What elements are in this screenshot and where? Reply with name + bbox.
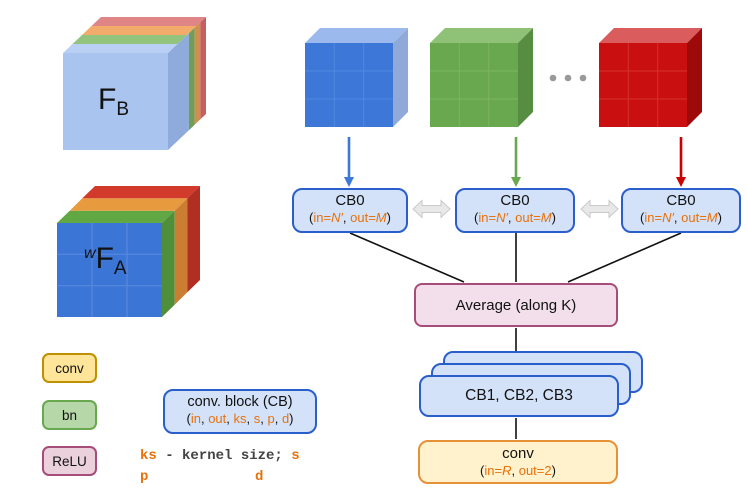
connector-lines bbox=[349, 232, 682, 439]
conv-output-box: conv (in=R, out=2) bbox=[418, 440, 618, 484]
legend-relu: ReLU bbox=[42, 446, 97, 476]
arrow-blue-down-icon bbox=[344, 137, 354, 187]
cb0-box-3-params: (in=N′, out=M) bbox=[640, 210, 722, 225]
average-box-label: Average (along K) bbox=[455, 296, 577, 314]
input-cube-red bbox=[599, 28, 702, 127]
stack-box-label: CB1, CB2, CB3 bbox=[465, 387, 573, 404]
exchange-arrow-icon-2 bbox=[580, 199, 619, 219]
fb-cube-label: FB bbox=[98, 83, 129, 121]
fb-cube bbox=[63, 17, 206, 151]
fa-label-sup: w bbox=[84, 245, 96, 262]
cb0-box-2-params: (in=N′, out=M) bbox=[474, 210, 556, 225]
average-box: Average (along K) bbox=[414, 283, 618, 327]
fb-label-main: F bbox=[98, 83, 117, 116]
fa-cube-label: wFA bbox=[84, 242, 127, 280]
fa-cube bbox=[57, 186, 200, 317]
legend-bn-label: bn bbox=[61, 407, 78, 423]
conv-output-title: conv bbox=[502, 445, 534, 462]
cb-definition-params: (in, out, ks, s, p, d) bbox=[186, 411, 294, 426]
stack-box-front: CB1, CB2, CB3 bbox=[419, 375, 619, 417]
caption-p: p bbox=[140, 469, 149, 485]
fb-label-sub: B bbox=[116, 99, 130, 120]
legend-conv: conv bbox=[42, 353, 97, 383]
fa-label-sub: A bbox=[113, 258, 127, 279]
caption-d: d bbox=[255, 469, 264, 485]
cb0-box-3: CB0 (in=N′, out=M) bbox=[621, 188, 741, 233]
exchange-arrow-icon-1 bbox=[412, 199, 451, 219]
cb0-box-2: CB0 (in=N′, out=M) bbox=[455, 188, 575, 233]
cb0-box-3-title: CB0 bbox=[666, 192, 696, 209]
cb-definition-title: conv. block (CB) bbox=[187, 394, 293, 410]
input-cube-green bbox=[430, 28, 533, 127]
input-cube-blue bbox=[305, 28, 408, 127]
ellipsis-dots-icon bbox=[549, 74, 587, 82]
legend-bn: bn bbox=[42, 400, 97, 430]
cb-definition-box: conv. block (CB) (in, out, ks, s, p, d) bbox=[163, 389, 317, 434]
cb0-box-2-title: CB0 bbox=[500, 192, 530, 209]
arrow-red-down-icon bbox=[676, 137, 686, 187]
cb0-box-1-title: CB0 bbox=[335, 192, 365, 209]
caption-line1: ks - kernel size; s bbox=[140, 448, 300, 464]
cb0-box-1: CB0 (in=N′, out=M) bbox=[292, 188, 408, 233]
cb0-box-1-params: (in=N′, out=M) bbox=[309, 210, 391, 225]
legend-relu-label: ReLU bbox=[52, 453, 87, 469]
legend-conv-label: conv bbox=[55, 360, 84, 376]
conv-output-params: (in=R, out=2) bbox=[480, 463, 556, 478]
arrow-green-down-icon bbox=[511, 137, 521, 187]
fa-label-main: F bbox=[95, 242, 114, 275]
